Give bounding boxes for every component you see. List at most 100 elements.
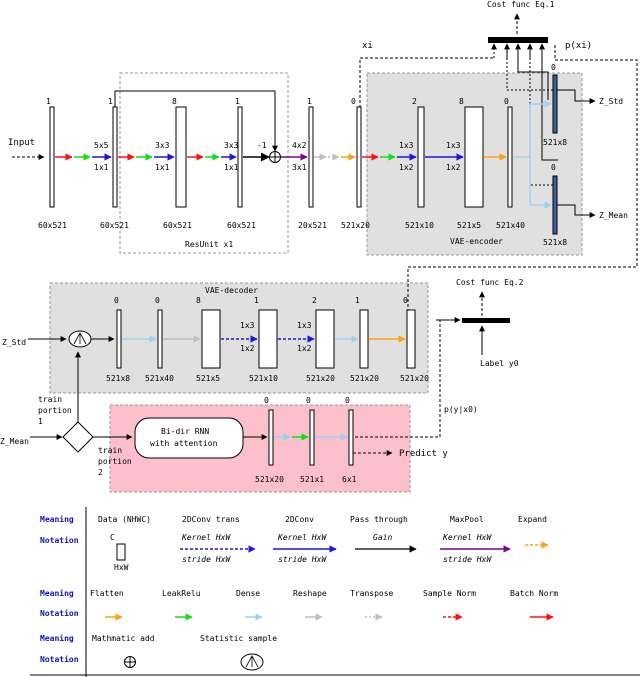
legend-pass: Pass through xyxy=(350,515,408,524)
legend-pass-gain: Gain xyxy=(373,533,392,542)
block-zstd xyxy=(552,74,558,134)
legend-data: Data (NHWC) xyxy=(98,515,151,524)
train-portion-1-a: train xyxy=(38,395,62,404)
legend-maxpool: MaxPool xyxy=(450,515,484,524)
legend-notation-2: Notation xyxy=(40,608,79,618)
resunit-region xyxy=(119,72,289,254)
dec-channel-1: 0 xyxy=(155,296,160,305)
math-add-icon xyxy=(269,151,281,163)
legend-dense: Dense xyxy=(236,589,260,598)
minus-one: -1 xyxy=(257,141,267,150)
k3-bot: 1x1 xyxy=(224,163,239,172)
legend-add: Mathmatic add xyxy=(92,634,155,643)
statistic-sample-icon xyxy=(68,330,92,348)
enc-shape-4: 20x521 xyxy=(298,221,327,230)
cost-eq1-label: Cost func Eq.1 xyxy=(487,0,555,9)
legend-meaning-2: Meaning xyxy=(40,588,74,598)
dec-shape-6: 521x20 xyxy=(400,374,429,383)
enc-shape-3: 60x521 xyxy=(227,221,256,230)
enc-channel-4: 1 xyxy=(307,97,312,106)
block-dec4 xyxy=(315,309,335,369)
legend-notation-1: Notation xyxy=(40,535,79,545)
dec-k2-top: 1x3 xyxy=(297,321,312,330)
train-portion-2-c: 2 xyxy=(98,468,103,477)
legend-sample: Statistic sample xyxy=(200,634,277,643)
legend-sample-norm: Sample Norm xyxy=(423,589,476,598)
rnn-line1: Bi-dir RNN xyxy=(161,427,209,436)
legend-meaning-1: Meaning xyxy=(40,514,74,524)
legend-leakrelu: LeakRelu xyxy=(162,589,201,598)
train-portion-2-b: portion xyxy=(98,457,132,466)
pxi-label: p(xi) xyxy=(565,41,592,51)
pyx0-line xyxy=(355,320,441,438)
enc-shape-2: 60x521 xyxy=(163,221,192,230)
vae-encoder-label: VAE-encoder xyxy=(450,237,503,246)
z-std-out-label: Z_Std xyxy=(599,97,623,106)
block-zmean xyxy=(552,175,558,235)
z-mean-out-label: Z_Mean xyxy=(599,211,628,220)
resunit-label: ResUnit x1 xyxy=(185,240,233,249)
pred-channel-1: 0 xyxy=(306,396,311,405)
block-conv1 xyxy=(112,106,118,208)
block-enc3 xyxy=(507,106,513,208)
pyx0-label: p(y|x0) xyxy=(444,405,478,414)
enc-channel-8: 0 xyxy=(504,97,509,106)
input-label: Input xyxy=(8,138,35,148)
enc-channel-1: 1 xyxy=(108,97,113,106)
enc-shape-9: 521x8 xyxy=(543,138,567,147)
legend-conv-stride: stride HxW xyxy=(278,555,327,564)
k4-bot: 3x1 xyxy=(292,163,307,172)
legend-meaning-3: Meaning xyxy=(40,633,74,643)
block-enc2 xyxy=(464,106,484,208)
dec-shape-4: 521x20 xyxy=(306,374,335,383)
dec-k2-bot: 1x2 xyxy=(297,344,312,353)
pred-channel-2: 0 xyxy=(345,396,350,405)
block-conv3 xyxy=(237,106,243,208)
dec-shape-5: 521x20 xyxy=(350,374,379,383)
k3-top: 3x3 xyxy=(224,141,239,150)
block-pred0 xyxy=(268,409,274,466)
enc-channel-10: 0 xyxy=(551,163,556,172)
k2-top: 3x3 xyxy=(155,141,170,150)
cost-eq1-bar xyxy=(488,37,548,43)
block-enc1 xyxy=(417,106,425,208)
dec-channel-6: 0 xyxy=(403,296,408,305)
enc-shape-5: 521x20 xyxy=(341,221,370,230)
dec-channel-5: 1 xyxy=(355,296,360,305)
rnn-line2: with attention xyxy=(150,439,218,448)
enc-channel-0: 1 xyxy=(46,97,51,106)
enc-channel-3: 1 xyxy=(235,97,240,106)
block-dec5 xyxy=(359,309,369,369)
enc-channel-5: 0 xyxy=(351,97,356,106)
pred-shape-0: 521x20 xyxy=(255,475,284,484)
legend-maxpool-stride: stride HxW xyxy=(443,555,492,564)
block-input xyxy=(49,106,55,208)
dec-channel-2: 8 xyxy=(196,296,201,305)
enc-channel-2: 8 xyxy=(172,97,177,106)
dec-k1-top: 1x3 xyxy=(240,321,255,330)
enc-shape-7: 521x5 xyxy=(457,221,481,230)
enc-channel-9: 0 xyxy=(551,63,556,72)
dec-shape-3: 521x10 xyxy=(249,374,278,383)
k4-top: 4x2 xyxy=(292,141,307,150)
enc-shape-0: 60x521 xyxy=(38,221,67,230)
block-conv4 xyxy=(308,106,314,208)
block-dec0 xyxy=(116,309,122,369)
vae-decoder-title: VAE-decoder xyxy=(205,286,258,295)
xi-feedback-line xyxy=(407,45,638,312)
block-pred2 xyxy=(348,409,354,466)
legend-maxpool-kernel: Kernel HxW xyxy=(442,533,492,542)
residual-skip-line xyxy=(114,90,278,152)
enc-shape-10: 521x8 xyxy=(543,238,567,247)
xi-label: xi xyxy=(362,41,373,51)
rnn-box xyxy=(134,417,244,459)
block-dec1 xyxy=(157,309,163,369)
label-y0: Label y0 xyxy=(480,359,519,368)
pred-shape-1: 521x1 xyxy=(300,475,324,484)
legend-conv-kernel: Kernel HxW xyxy=(277,533,327,542)
legend-conv-trans-kernel: Kernel HxW xyxy=(181,533,231,542)
legend-data-c: C xyxy=(110,533,115,542)
block-pred1 xyxy=(309,409,315,466)
train-portion-1-b: portion xyxy=(38,406,72,415)
